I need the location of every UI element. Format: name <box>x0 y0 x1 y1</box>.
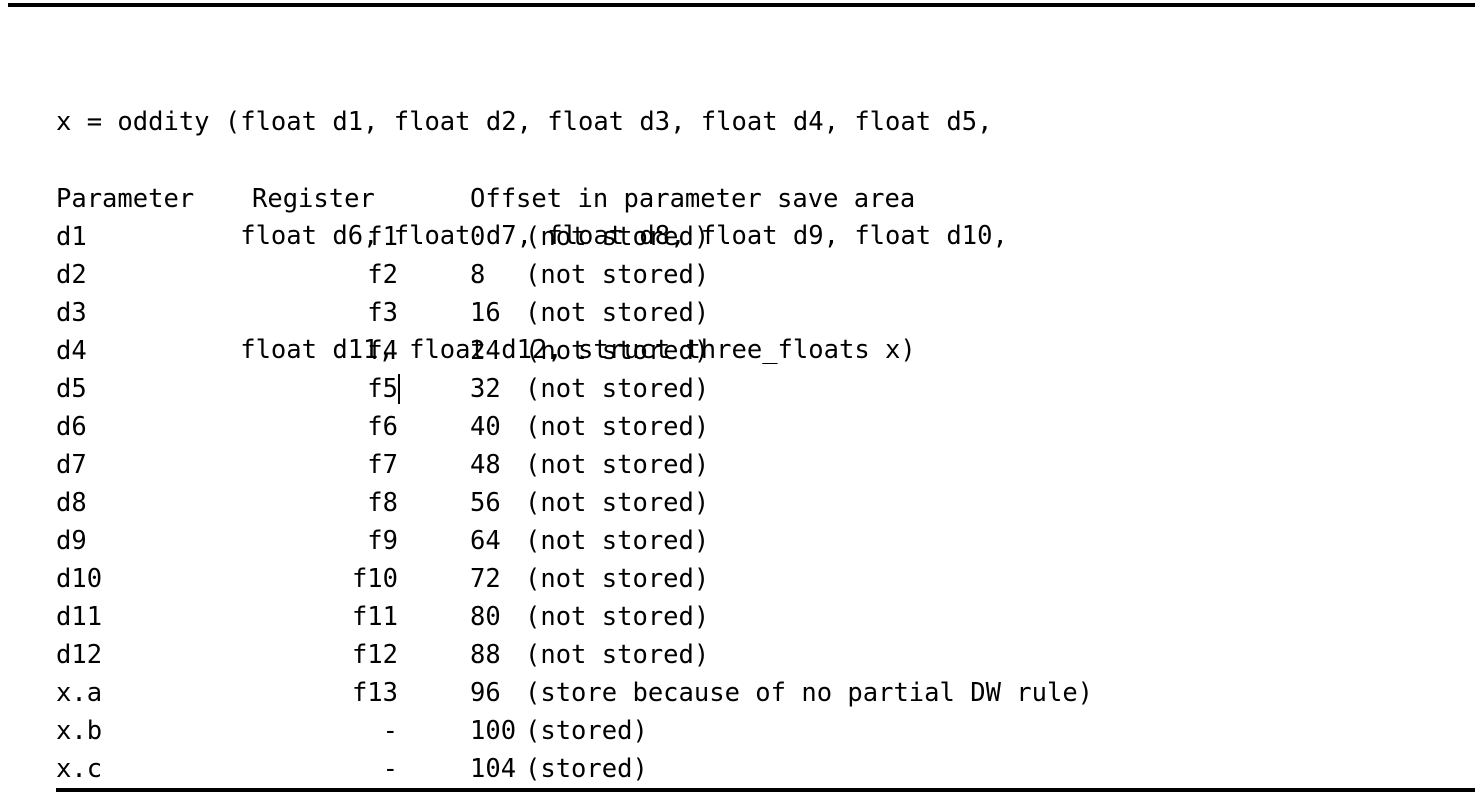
function-signature-block: x = oddity (float d1, float d2, float d3… <box>56 27 1008 445</box>
cell-note: (not stored) <box>525 374 710 404</box>
table-row: d1 f1 0 (not stored) <box>56 218 709 256</box>
cell-parameter: x.b <box>56 716 103 746</box>
cell-register: - <box>382 754 398 784</box>
cell-note: (not stored) <box>525 260 710 290</box>
column-header-offset: Offset in parameter save area <box>470 184 916 214</box>
cell-register: f8 <box>367 488 398 518</box>
cell-note: (not stored) <box>525 298 710 328</box>
parameter-save-area-table: Parameter Register Offset in parameter s… <box>56 180 1093 788</box>
table-row: d4 f4 24 (not stored) <box>56 332 709 370</box>
cell-note: (not stored) <box>525 526 710 556</box>
cell-register: f5 <box>367 374 398 404</box>
column-header-register: Register <box>252 184 375 214</box>
cell-note: (not stored) <box>525 564 710 594</box>
table-row: d10 f10 72 (not stored) <box>56 560 709 598</box>
cell-register: f7 <box>367 450 398 480</box>
text-caret <box>398 374 400 404</box>
cell-offset: 88 <box>470 640 501 670</box>
cell-offset: 16 <box>470 298 501 328</box>
signature-line-2: float d6, float d7, float d8, float d9, … <box>56 221 1008 251</box>
table-row: x.a f13 96 (store because of no partial … <box>56 674 1093 712</box>
top-horizontal-rule <box>8 3 1475 7</box>
cell-register: f11 <box>351 602 398 632</box>
cell-register: f6 <box>367 412 398 442</box>
cell-parameter: d8 <box>56 488 87 518</box>
cell-parameter: d6 <box>56 412 87 442</box>
signature-line-1: x = oddity (float d1, float d2, float d3… <box>56 107 993 137</box>
table-row: d3 f3 16 (not stored) <box>56 294 709 332</box>
cell-parameter: d9 <box>56 526 87 556</box>
cell-offset: 80 <box>470 602 501 632</box>
table-row: x.b - 100 (stored) <box>56 712 648 750</box>
cell-parameter: d3 <box>56 298 87 328</box>
table-row: d7 f7 48 (not stored) <box>56 446 709 484</box>
column-header-parameter: Parameter <box>56 184 195 214</box>
cell-offset: 104 <box>470 754 517 784</box>
cell-note: (store because of no partial DW rule) <box>525 678 1094 708</box>
cell-parameter: d12 <box>56 640 103 670</box>
table-row: d6 f6 40 (not stored) <box>56 408 709 446</box>
cell-register: f10 <box>351 564 398 594</box>
bottom-horizontal-rule <box>56 788 1475 792</box>
cell-parameter: d1 <box>56 222 87 252</box>
cell-parameter: d2 <box>56 260 87 290</box>
table-row: d5 f5 32 (not stored) <box>56 370 709 408</box>
cell-parameter: d11 <box>56 602 103 632</box>
cell-register: f13 <box>351 678 398 708</box>
cell-parameter: d7 <box>56 450 87 480</box>
cell-offset: 24 <box>470 336 501 366</box>
cell-register: f1 <box>367 222 398 252</box>
table-row: d2 f2 8 (not stored) <box>56 256 709 294</box>
cell-offset: 96 <box>470 678 501 708</box>
cell-note: (not stored) <box>525 222 710 252</box>
cell-offset: 48 <box>470 450 501 480</box>
cell-offset: 32 <box>470 374 501 404</box>
cell-register: f2 <box>367 260 398 290</box>
cell-note: (stored) <box>525 754 648 784</box>
cell-parameter: d10 <box>56 564 103 594</box>
cell-note: (stored) <box>525 716 648 746</box>
table-row: d11 f11 80 (not stored) <box>56 598 709 636</box>
table-row: x.c - 104 (stored) <box>56 750 648 788</box>
cell-note: (not stored) <box>525 640 710 670</box>
table-row: d9 f9 64 (not stored) <box>56 522 709 560</box>
cell-register: f4 <box>367 336 398 366</box>
table-header-row: Parameter Register Offset in parameter s… <box>56 180 915 218</box>
signature-line-3: float d11, float d12, struct three_float… <box>56 335 916 365</box>
cell-note: (not stored) <box>525 602 710 632</box>
cell-offset: 40 <box>470 412 501 442</box>
cell-note: (not stored) <box>525 450 710 480</box>
table-row: d12 f12 88 (not stored) <box>56 636 709 674</box>
cell-offset: 72 <box>470 564 501 594</box>
cell-register: f12 <box>351 640 398 670</box>
cell-parameter: x.a <box>56 678 103 708</box>
cell-register: f9 <box>367 526 398 556</box>
cell-register: f3 <box>367 298 398 328</box>
cell-parameter: d5 <box>56 374 87 404</box>
cell-register: - <box>382 716 398 746</box>
cell-parameter: x.c <box>56 754 103 784</box>
cell-note: (not stored) <box>525 336 710 366</box>
cell-offset: 56 <box>470 488 501 518</box>
cell-parameter: d4 <box>56 336 87 366</box>
table-row: d8 f8 56 (not stored) <box>56 484 709 522</box>
cell-offset: 100 <box>470 716 517 746</box>
cell-offset: 0 <box>470 222 486 252</box>
cell-offset: 8 <box>470 260 486 290</box>
cell-note: (not stored) <box>525 412 710 442</box>
cell-note: (not stored) <box>525 488 710 518</box>
cell-offset: 64 <box>470 526 501 556</box>
